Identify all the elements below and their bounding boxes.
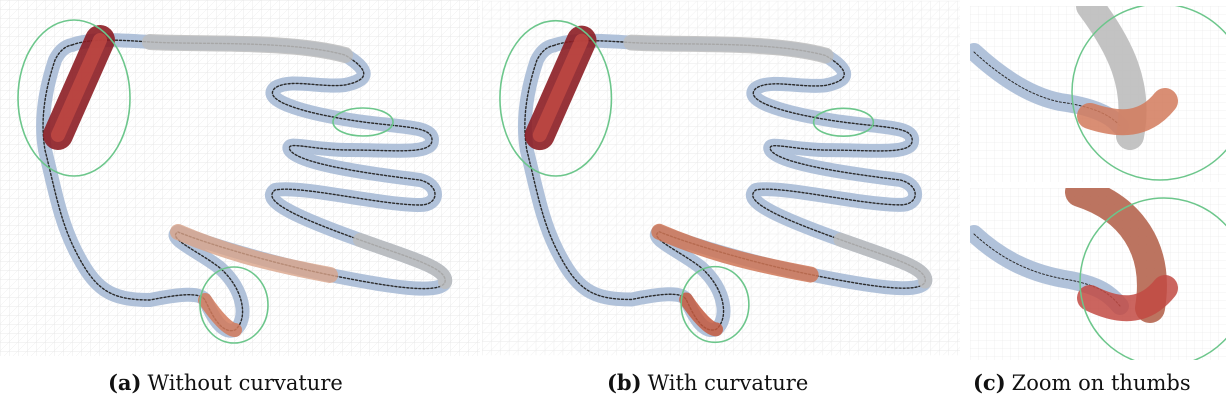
caption-a: (a)Without curvature <box>108 370 343 395</box>
subfigure-b-image <box>482 0 960 356</box>
subfigure-c-zoom-top <box>970 6 1226 182</box>
thumb-zoom-with-curvature <box>970 188 1226 360</box>
subfigure-c-zoom-bottom <box>970 188 1226 360</box>
caption-tag: (c) <box>973 370 1006 395</box>
hand-ribbon-plot-without-curvature <box>0 0 480 356</box>
caption-text: Zoom on thumbs <box>1012 371 1191 395</box>
caption-tag: (a) <box>108 370 141 395</box>
caption-text: Without curvature <box>147 371 342 395</box>
hand-ribbon-plot-with-curvature <box>482 0 960 356</box>
caption-b: (b)With curvature <box>607 370 808 395</box>
subfigure-a-image <box>0 0 480 356</box>
thumb-zoom-without-curvature <box>970 6 1226 182</box>
caption-text: With curvature <box>648 371 809 395</box>
caption-tag: (b) <box>607 370 642 395</box>
caption-c: (c)Zoom on thumbs <box>973 370 1191 395</box>
